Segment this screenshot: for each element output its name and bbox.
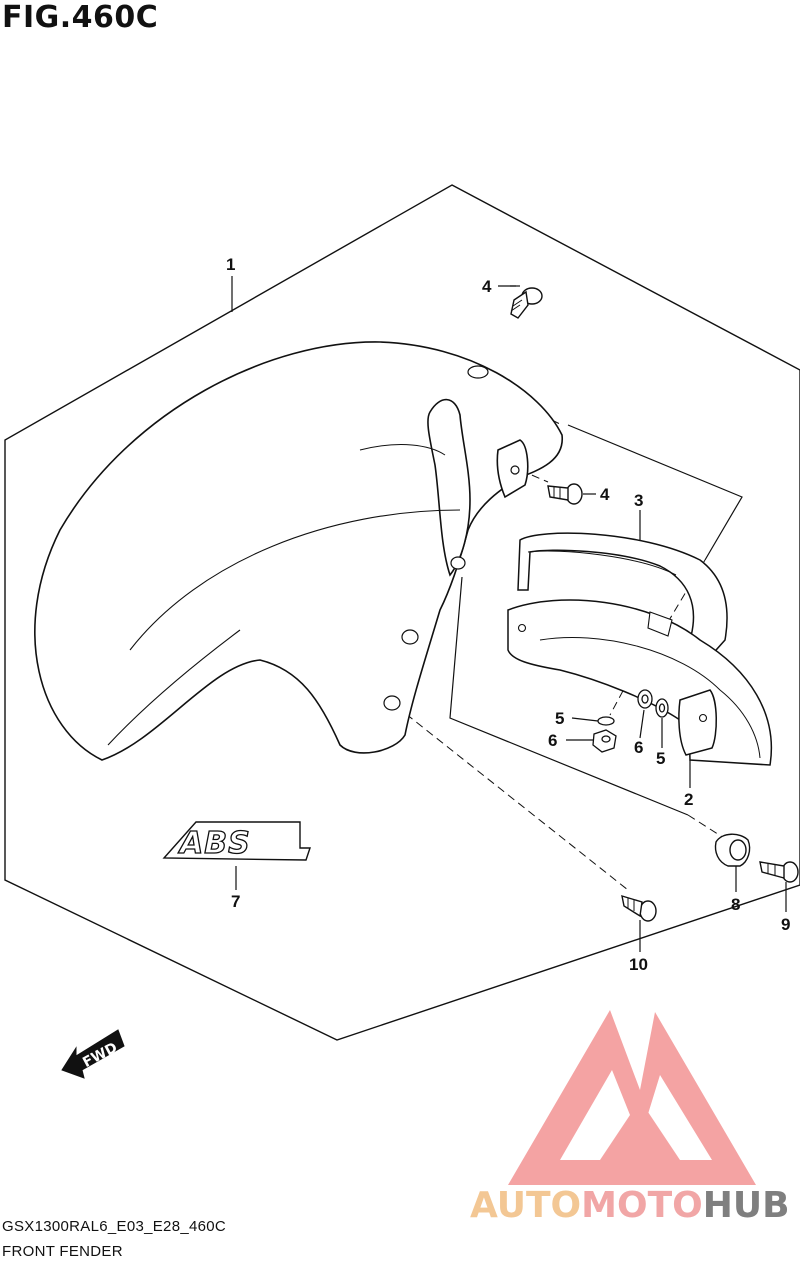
leader-5a [571,717,599,722]
bolt-top-thread-2 [510,304,521,312]
rear-fender-mount-tab [678,689,717,756]
screw-right [759,861,799,883]
callout-5-left: 5 [555,709,564,728]
fender-stay-arm [427,398,471,577]
fender-bolt-hole-lower [383,695,401,711]
bolt-top-thread-1 [512,299,523,307]
screw-bottom-shank [621,894,643,918]
callout-7: 7 [231,892,240,911]
callout-10: 10 [629,955,648,974]
callout-3: 3 [634,491,643,510]
leader-6b [639,709,645,739]
rear-fender-clip [647,611,673,637]
watermark-word-moto: MOTO [581,1185,703,1226]
assembly-frame [4,184,800,1041]
abs-decal-text: ABS [178,826,251,861]
callout-1: 1 [226,255,235,274]
rear-fender-section [507,599,772,766]
nut-left-hole [601,735,611,743]
fender-bolt-hole-mid [401,629,419,645]
subassembly-frame-bottom [449,576,689,816]
callout-6-left: 6 [548,731,557,750]
callout-8: 8 [731,895,740,914]
callout-2: 2 [684,790,693,809]
abs-decal-outline [162,821,311,861]
diagram-code: GSX1300RAL6_E03_E28_460C [2,1218,227,1235]
leader-screw-bottom [395,705,629,891]
fender-body [34,341,563,761]
callout-6-right: 6 [634,738,643,757]
callout-5-right: 5 [656,749,665,768]
fender-bolt-hole-stay [450,556,466,570]
diagram-name: FRONT FENDER [2,1243,123,1260]
washer-right-hole [658,703,666,713]
washer-left [597,716,615,726]
fender-crease-top [359,444,446,456]
callout-4-side: 4 [600,485,610,504]
watermark-logo: AUTOMOTOHUB [470,1010,790,1226]
watermark-word-auto: AUTO [470,1185,581,1226]
rear-fender-hole [517,623,527,633]
watermark-inner-mark [600,1100,680,1160]
watermark-word-hub: HUB [703,1185,790,1226]
leader-damper [687,814,725,839]
nut-right-hole [641,694,649,704]
bolt-side [547,483,583,505]
fwd-arrow-shape [61,1029,125,1079]
fender-bolt-hole-top [510,465,520,475]
front-fender [34,341,563,761]
fender-crease-upper [129,509,461,651]
damper-face [729,839,747,861]
bolt-side-shank [547,485,569,501]
watermark-text: AUTOMOTOHUB [470,1185,790,1226]
callout-9: 9 [781,915,790,934]
screw-right-shank [759,861,785,879]
figure-title: FIG.460C [2,0,159,35]
damper [714,833,751,867]
watermark-triangle-cutout [560,1070,712,1160]
callout-numbers: 1 4 4 3 5 6 6 5 2 7 8 9 10 [226,255,790,974]
screw-bottom [621,894,657,922]
fender-bolt-hole-front [467,365,489,379]
fender-crease-lower [107,629,241,746]
brace-inner-edge [527,550,677,576]
hardware-group [592,689,669,753]
callout-leaders [231,276,787,952]
callout-4-top: 4 [482,277,492,296]
subassembly-frame-top [567,424,743,561]
rear-fender-tab-hole [698,713,708,723]
bolt-top [510,287,543,319]
rear-fender-inner-curve [539,637,761,759]
fwd-arrow: FWD [61,1029,125,1079]
abs-decal: ABS [162,821,311,862]
